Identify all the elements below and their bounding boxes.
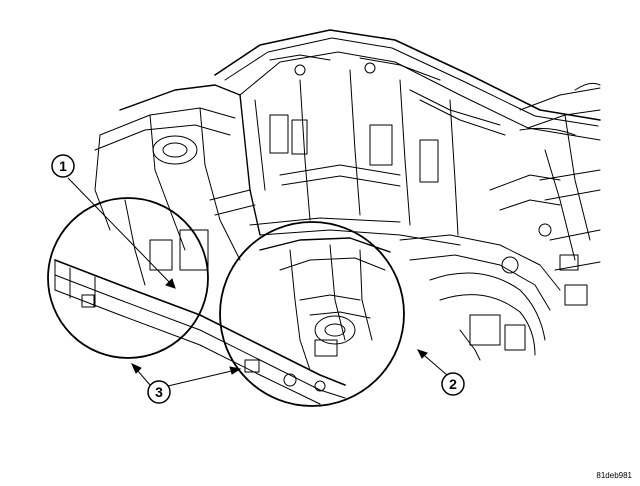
svg-text:2: 2	[449, 376, 457, 392]
detail-circle-2	[219, 221, 405, 407]
vehicle-body-structure	[54, 29, 601, 405]
callout-1: 1	[51, 154, 75, 178]
document-id: 81deb981	[596, 471, 632, 480]
callout-2: 2	[441, 372, 465, 396]
callout-3: 3	[147, 380, 171, 404]
svg-text:1: 1	[59, 158, 67, 174]
svg-text:3: 3	[155, 384, 163, 400]
detail-circle-3-left	[47, 197, 209, 359]
leader-lines	[67, 177, 448, 387]
